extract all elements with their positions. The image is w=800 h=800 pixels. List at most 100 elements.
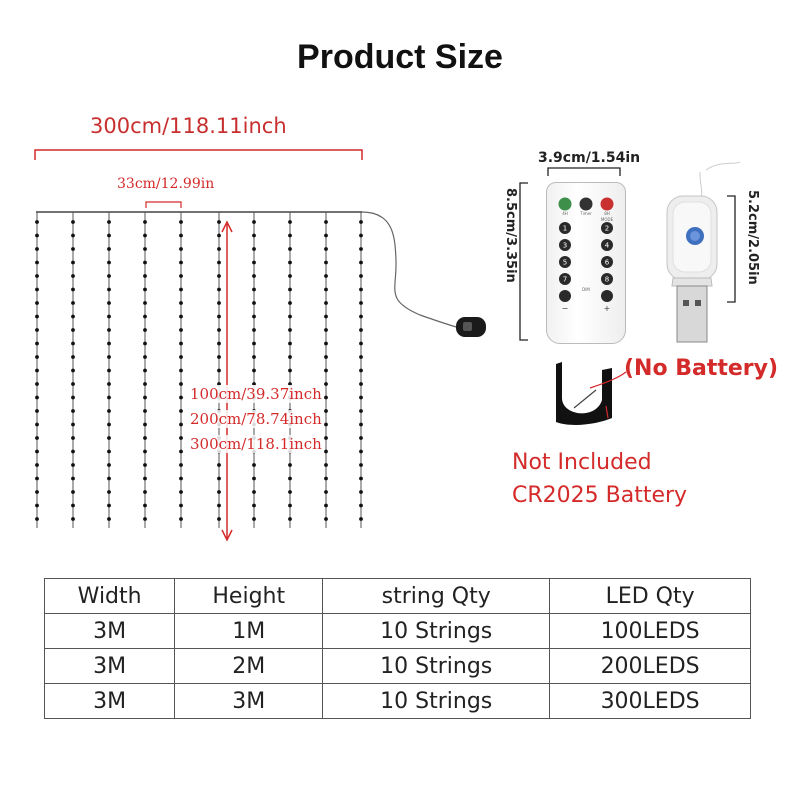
- led-bulb: [359, 436, 363, 440]
- remote-button-8h: [600, 197, 614, 211]
- remote-button-minus: [559, 290, 571, 302]
- led-bulb: [324, 490, 328, 494]
- led-bulb: [35, 341, 39, 346]
- led-bulb: [359, 220, 363, 224]
- led-bulb: [107, 314, 111, 319]
- led-bulb: [252, 382, 256, 386]
- led-bulb: [71, 436, 75, 440]
- led-bulb: [179, 490, 183, 494]
- led-bulb: [288, 260, 292, 265]
- led-bulb: [179, 436, 183, 440]
- led-bulb: [71, 260, 75, 265]
- led-bulb: [179, 409, 183, 413]
- led-bulb: [359, 409, 363, 413]
- led-bulb: [288, 355, 292, 359]
- battery-note-line2: CR2025 Battery: [512, 483, 688, 508]
- header-width: Width: [43, 578, 176, 614]
- remote-key-label: 7: [563, 276, 567, 284]
- led-bulb: [288, 301, 292, 305]
- led-bulb: [35, 503, 39, 508]
- led-bulb: [359, 301, 363, 305]
- led-bulb: [71, 233, 75, 238]
- table-row: 3M 3M 10 Strings 300LEDS: [43, 683, 751, 719]
- led-bulb: [143, 382, 147, 386]
- led-bulb: [359, 463, 363, 467]
- remote-minus-label: −: [562, 304, 569, 313]
- led-bulb: [107, 355, 111, 359]
- led-bulb: [35, 220, 39, 224]
- battery-holder-icon: [556, 362, 627, 425]
- no-battery-label: (No Battery): [624, 356, 779, 381]
- remote-key-label: 6: [605, 259, 610, 267]
- led-bulb: [179, 274, 183, 278]
- led-bulb: [107, 328, 111, 332]
- led-bulb: [324, 341, 328, 346]
- led-bulb: [179, 355, 183, 359]
- spec-table: Width Height string Qty LED Qty 3M 1M 10…: [43, 578, 751, 719]
- led-bulb: [143, 517, 147, 521]
- led-bulb: [107, 233, 111, 238]
- led-bulb: [252, 463, 256, 467]
- led-bulb: [71, 476, 75, 481]
- led-bulb: [288, 274, 292, 278]
- usb-controller: [666, 161, 741, 343]
- led-bulb: [288, 341, 292, 346]
- led-bulb: [359, 287, 363, 292]
- led-bulb: [324, 503, 328, 508]
- led-bulb: [217, 260, 221, 265]
- led-bulb: [252, 368, 256, 373]
- led-bulb: [324, 355, 328, 359]
- led-bulb: [359, 341, 363, 346]
- led-bulb: [288, 220, 292, 224]
- cell-string-qty: 10 Strings: [322, 648, 551, 684]
- string-spacing-label: 33cm/12.99in: [117, 176, 215, 192]
- led-bulb: [179, 395, 183, 400]
- led-bulb: [179, 301, 183, 305]
- led-bulb: [143, 260, 147, 265]
- led-bulb: [143, 274, 147, 278]
- battery-note: Not Included CR2025 Battery: [512, 446, 687, 512]
- led-bulb: [217, 368, 221, 373]
- led-bulb: [324, 368, 328, 373]
- led-bulb: [107, 247, 111, 251]
- led-bulb: [143, 301, 147, 305]
- led-bulb: [359, 368, 363, 373]
- led-bulb: [359, 247, 363, 251]
- led-bulb: [359, 355, 363, 359]
- led-bulb: [252, 314, 256, 319]
- led-bulb: [217, 463, 221, 467]
- led-bulb: [217, 233, 221, 238]
- led-bulb: [35, 368, 39, 373]
- led-bulb: [359, 490, 363, 494]
- led-bulb: [324, 301, 328, 305]
- led-bulb: [35, 463, 39, 467]
- usb-plug: [676, 285, 708, 343]
- led-bulb: [359, 314, 363, 319]
- led-bulb: [35, 301, 39, 305]
- led-bulb: [179, 449, 183, 454]
- led-bulb: [71, 422, 75, 427]
- led-bulb: [359, 260, 363, 265]
- led-bulb: [107, 395, 111, 400]
- remote-key: [601, 256, 613, 268]
- remote-key: [601, 273, 613, 285]
- led-bulb: [35, 449, 39, 454]
- page-title: Product Size: [297, 38, 503, 76]
- cell-led-qty: 300LEDS: [549, 683, 751, 719]
- led-bulb: [324, 328, 328, 332]
- led-bulb: [179, 287, 183, 292]
- remote-key-label: 1: [563, 225, 567, 233]
- led-bulb: [252, 517, 256, 521]
- led-bulb: [324, 409, 328, 413]
- remote-width-label: 3.9cm/1.54in: [538, 150, 641, 166]
- led-bulb: [71, 449, 75, 454]
- led-bulb: [35, 517, 39, 521]
- led-bulb: [107, 341, 111, 346]
- led-bulb: [217, 490, 221, 494]
- led-bulb: [107, 382, 111, 386]
- remote-key: [559, 222, 571, 234]
- remote-key-label: 5: [563, 259, 567, 267]
- led-bulb: [252, 220, 256, 224]
- led-bulb: [71, 341, 75, 346]
